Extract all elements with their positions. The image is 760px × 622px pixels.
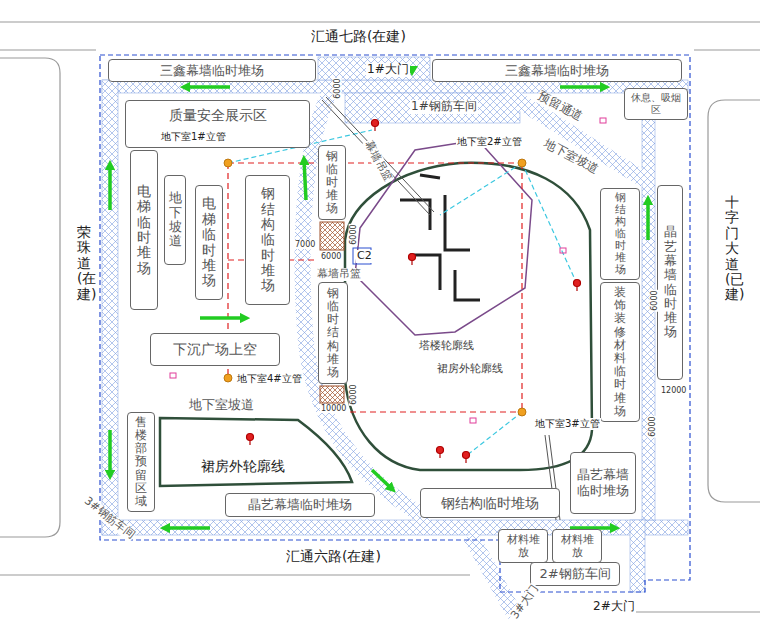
zone-label: 钢临时结构堆场 bbox=[327, 287, 339, 379]
road-edges bbox=[0, 22, 760, 612]
map-label: 6000 bbox=[320, 252, 342, 261]
zone-box: 2#钢筋车间 bbox=[530, 562, 620, 586]
hydrant-symbol bbox=[247, 120, 581, 464]
map-label: 幕墙吊篮 bbox=[316, 268, 362, 281]
zone-label: 质量安全展示区 bbox=[169, 107, 267, 124]
map-label: 6000 bbox=[650, 289, 659, 311]
zone-box: 材料堆放 bbox=[498, 529, 548, 563]
zone-label: 下沉广场上空 bbox=[173, 341, 257, 358]
zone-box: 钢临时堆场 bbox=[318, 145, 346, 220]
zone-box: 电梯临时堆场 bbox=[195, 185, 223, 300]
site-boundary bbox=[100, 55, 690, 592]
zone-label: 2#钢筋车间 bbox=[539, 566, 610, 582]
map-label: 荣珠道(在建) bbox=[76, 225, 92, 302]
zone-label: 电梯临时堆场 bbox=[202, 196, 216, 288]
zone-label: 钢临时堆场 bbox=[326, 150, 338, 216]
map-label: 1#大门 bbox=[366, 63, 410, 77]
zone-label: 装饰装修材料临时堆场 bbox=[614, 286, 626, 418]
map-label: 汇通七路(在建) bbox=[310, 28, 407, 44]
hatched-road bbox=[102, 57, 688, 592]
zone-box: 晶艺幕墙临时堆场 bbox=[570, 452, 636, 514]
zone-label: 晶艺幕墙临时堆场 bbox=[664, 225, 677, 339]
zone-label: 三鑫幕墙临时堆场 bbox=[505, 63, 609, 79]
map-label: 6000 bbox=[333, 77, 342, 99]
zone-box: 三鑫幕墙临时堆场 bbox=[432, 59, 682, 83]
podium-outline bbox=[160, 418, 352, 486]
map-label: 10000 bbox=[320, 404, 347, 413]
zone-label: 钢结构临时堆场 bbox=[615, 192, 626, 277]
map-label: 6000 bbox=[349, 383, 358, 405]
map-label: 6000 bbox=[349, 223, 358, 245]
zone-label: 材料堆放 bbox=[502, 533, 544, 559]
map-label: 12000 bbox=[660, 386, 687, 395]
zone-box: 钢临时结构堆场 bbox=[318, 282, 348, 384]
zone-label: 晶艺幕墙临时堆场 bbox=[574, 467, 632, 498]
fire-icon bbox=[170, 118, 606, 423]
map-label: 幕墙吊篮 bbox=[362, 138, 395, 185]
map-label: 塔楼轮廓线 bbox=[418, 340, 475, 353]
zone-label: 休息、吸烟区 bbox=[628, 92, 684, 116]
map-label: 裙房外轮廓线 bbox=[200, 458, 286, 474]
zone-box: 晶艺幕墙临时堆场 bbox=[225, 493, 375, 517]
zone-box: 休息、吸烟区 bbox=[624, 88, 688, 120]
zone-label: 售楼部预留区域 bbox=[135, 416, 147, 508]
map-label: 地下室4#立管 bbox=[236, 373, 303, 385]
hatched-curved-road bbox=[303, 93, 645, 615]
map-label: 1#钢筋车间 bbox=[410, 100, 478, 114]
zone-box: 电梯临时堆场 bbox=[130, 150, 158, 310]
zone-box: 装饰装修材料临时堆场 bbox=[600, 282, 640, 422]
map-label: 地下室坡道 bbox=[188, 398, 255, 413]
standpipe-dot bbox=[224, 159, 526, 416]
zone-box: 钢结构临时堆场 bbox=[420, 488, 560, 518]
traffic-arrow bbox=[110, 87, 648, 528]
zone-label: 钢结构临时堆场 bbox=[441, 495, 539, 512]
zone-label: 地下坡道 bbox=[169, 191, 182, 248]
zone-label: 晶艺幕墙临时堆场 bbox=[248, 497, 352, 513]
zone-box: 地下坡道 bbox=[164, 175, 186, 265]
map-label: 地下室2#立管 bbox=[456, 136, 523, 148]
map-label: 地下室3#立管 bbox=[534, 418, 601, 430]
map-label: 地下室1#立管 bbox=[160, 131, 227, 143]
red-dashed-line bbox=[228, 163, 522, 412]
map-label: 汇通六路(在建) bbox=[285, 548, 382, 564]
zone-box: 晶艺幕墙临时堆场 bbox=[657, 185, 683, 380]
zone-box: 钢结构临时堆场 bbox=[245, 175, 290, 305]
map-label: 6000 bbox=[648, 415, 657, 437]
zone-box: 钢结构临时堆场 bbox=[600, 188, 640, 281]
zone-label: 材料堆放 bbox=[556, 533, 598, 559]
zone-box: 材料堆放 bbox=[552, 529, 602, 563]
zone-box: 三鑫幕墙临时堆场 bbox=[108, 59, 316, 83]
map-label: C2 bbox=[356, 250, 373, 263]
map-label: 十字门大道(已建) bbox=[724, 195, 740, 303]
zone-box: 售楼部预留区域 bbox=[127, 412, 155, 512]
map-label: 7000 bbox=[294, 240, 316, 249]
tower-walls bbox=[400, 175, 480, 300]
map-label: 2#大门 bbox=[592, 600, 636, 614]
map-label: 裙房外轮廓线 bbox=[436, 363, 504, 376]
zone-box: 下沉广场上空 bbox=[150, 333, 280, 366]
zone-label: 电梯临时堆场 bbox=[137, 184, 151, 276]
zone-label: 钢结构临时堆场 bbox=[261, 186, 275, 294]
crane-boom bbox=[322, 97, 560, 520]
zone-label: 三鑫幕墙临时堆场 bbox=[160, 63, 264, 79]
